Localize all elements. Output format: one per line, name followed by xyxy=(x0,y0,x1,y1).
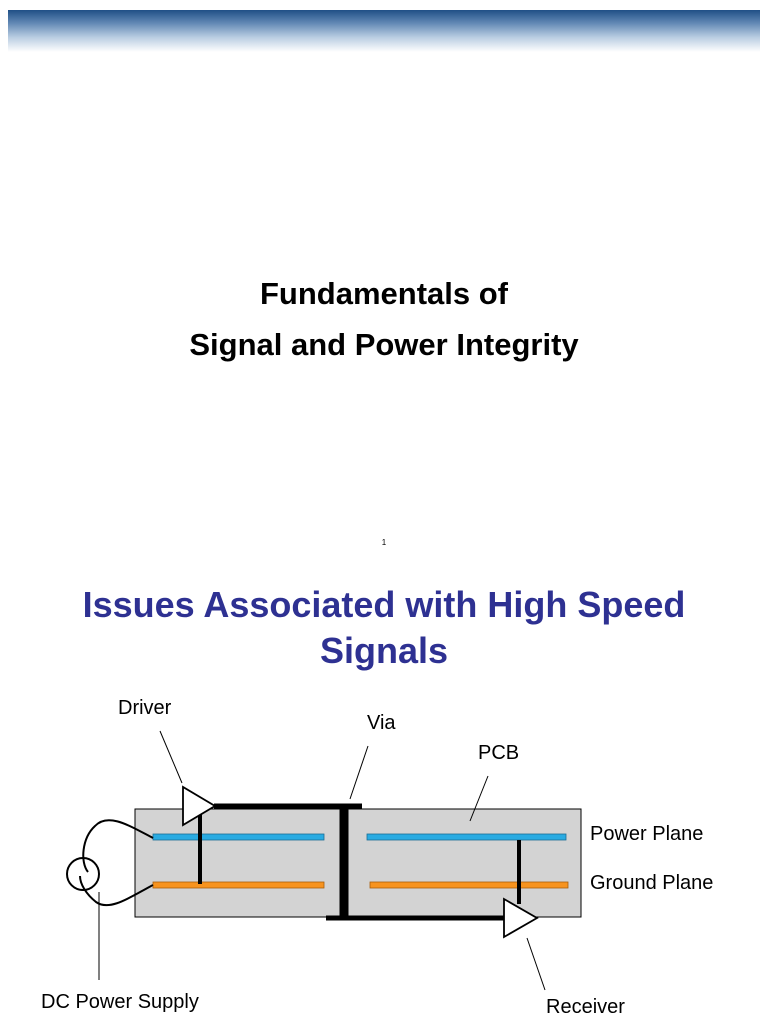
ground-plane-left xyxy=(152,881,325,889)
slide1-title-line1: Fundamentals of xyxy=(259,276,508,311)
supply-wire-bottom xyxy=(79,875,154,907)
dc-power-supply-label: DC Power Supply xyxy=(41,991,199,1013)
header-gradient-bar xyxy=(8,10,760,52)
slide2-title-line2: Signals xyxy=(319,630,449,671)
pcb-label: PCB xyxy=(478,742,519,764)
receiver-triangle-icon xyxy=(503,897,539,939)
power-plane-right xyxy=(366,833,567,841)
power-plane-label: Power Plane xyxy=(590,823,703,845)
receiver-label: Receiver xyxy=(546,996,625,1018)
driver-leader-line xyxy=(159,730,183,784)
supply-wire-top xyxy=(82,819,154,873)
slide2-title-line1: Issues Associated with High Speed xyxy=(82,584,686,625)
pcb-board xyxy=(134,808,582,918)
driver-label: Driver xyxy=(118,697,172,719)
page-number: 1 xyxy=(381,538,387,547)
power-plane-left xyxy=(152,833,325,841)
slide1-title-line2: Signal and Power Integrity xyxy=(189,327,579,362)
driver-triangle-icon xyxy=(182,785,217,827)
ground-plane-label: Ground Plane xyxy=(590,872,713,894)
pcb-leader-line xyxy=(469,775,489,822)
receiver-leader-line xyxy=(526,937,546,991)
via-leader-line xyxy=(349,745,369,800)
via-label: Via xyxy=(367,712,396,734)
ground-plane-right xyxy=(369,881,569,889)
